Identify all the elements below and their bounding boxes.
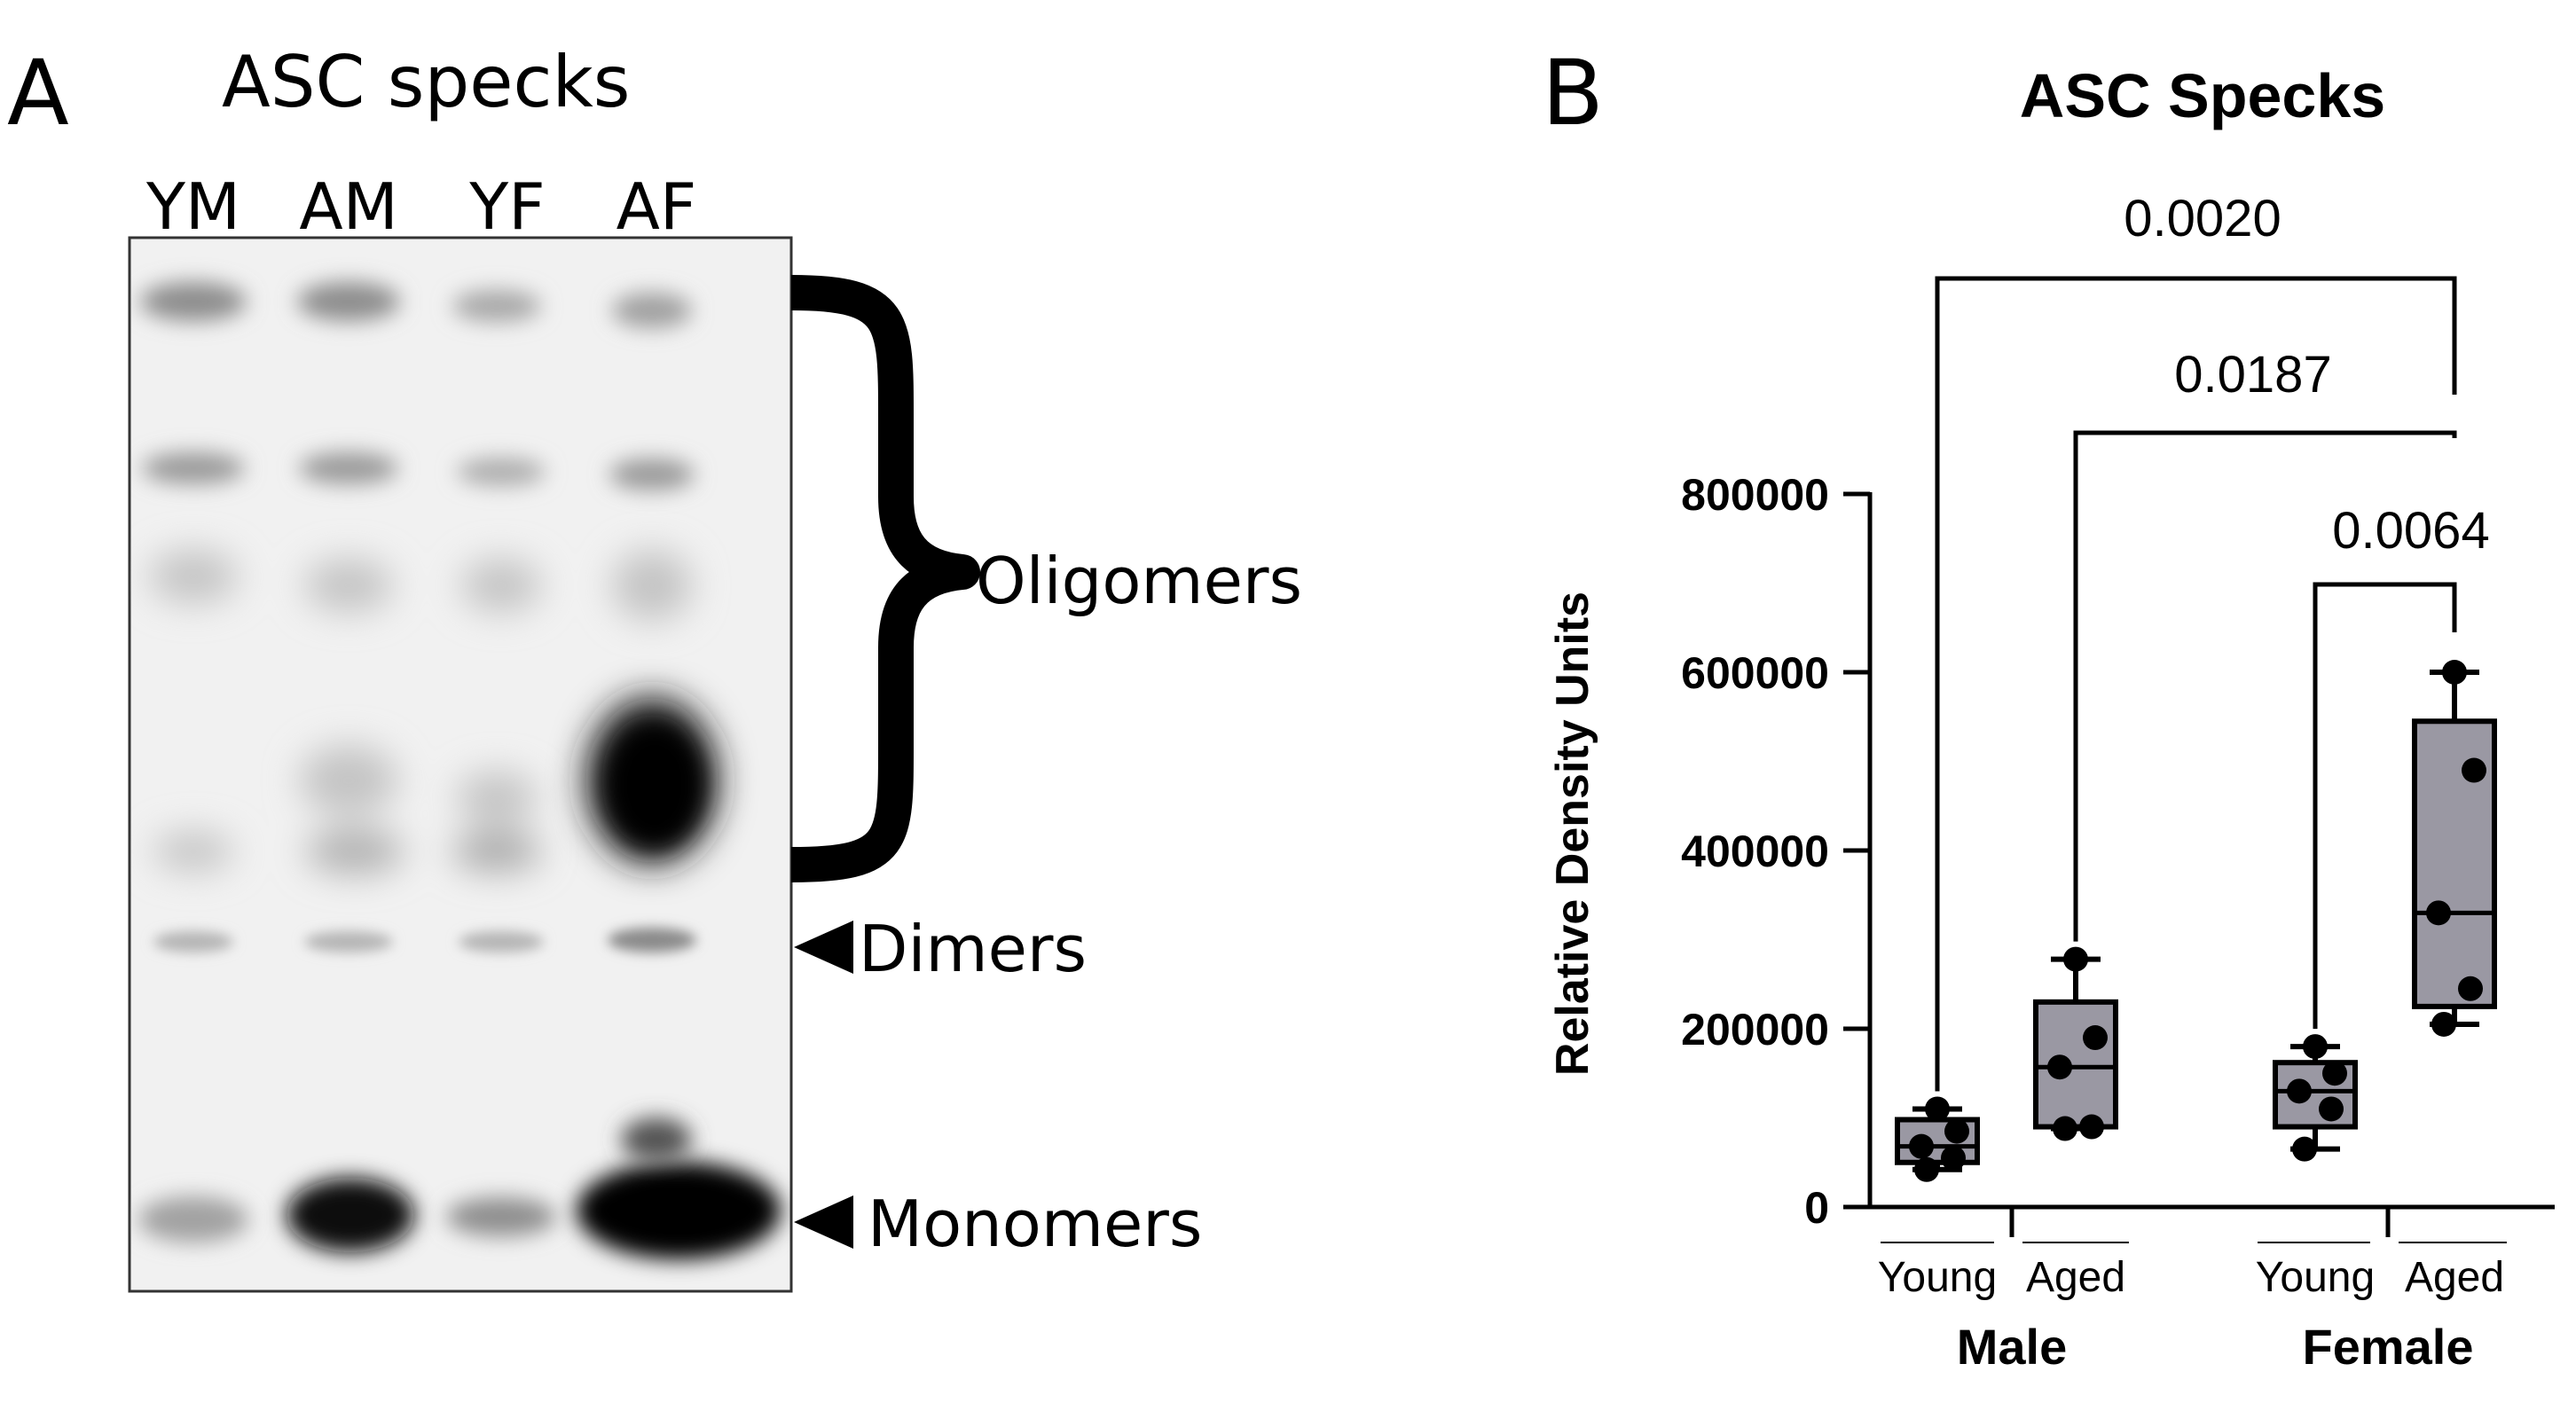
data-point [2458, 976, 2483, 1001]
group-label-male: Male [1957, 1319, 2068, 1375]
cat-label-male-young: Young [1878, 1254, 1997, 1301]
x-axis: Young Aged Young Aged Male Female [1870, 1204, 2555, 1375]
cat-label-female-aged: Aged [2405, 1254, 2504, 1301]
lane-label-am: AM [299, 169, 397, 244]
data-point [1925, 1096, 1950, 1122]
monomer-bands [138, 1117, 781, 1259]
bracket-2: 0.0187 [2073, 346, 2457, 942]
panel-b: B ASC Specks Relative Density Units 0 200… [1542, 41, 2555, 1375]
box-male-aged [2033, 946, 2118, 1141]
box-male-young [1895, 1096, 1980, 1182]
af-oligomer-blob [585, 696, 719, 865]
lane-label-ym: YM [145, 169, 240, 244]
data-point [2462, 757, 2486, 783]
box-female-young [2273, 1034, 2358, 1162]
y-axis: 0 200000 400000 600000 800000 [1681, 470, 1873, 1233]
data-point [2047, 1054, 2072, 1080]
panel-b-letter: B [1542, 41, 1604, 146]
data-point [1909, 1133, 1934, 1159]
panel-a-letter: A [7, 41, 69, 146]
data-point [2053, 1116, 2077, 1141]
dimers-label: Dimers [859, 912, 1087, 986]
y-tick-label: 200000 [1681, 1005, 1829, 1054]
bracket-line [2313, 582, 2457, 1030]
data-point [2083, 1025, 2108, 1051]
box-female-aged [2412, 660, 2497, 1037]
data-point [1941, 1145, 1966, 1171]
y-tick-label: 800000 [1681, 470, 1829, 520]
lane-label-af: AF [617, 169, 697, 244]
bracket-1: 0.0020 [1935, 190, 2457, 1092]
oligomers-brace [790, 275, 980, 882]
data-point [1944, 1118, 1969, 1144]
y-axis-label: Relative Density Units [1547, 592, 1598, 1076]
group-label-female: Female [2303, 1319, 2474, 1375]
p-value-label: 0.0064 [2332, 502, 2489, 560]
y-tick-label: 600000 [1681, 648, 1829, 698]
significance-brackets: 0.0020 0.0187 0.0064 [1935, 190, 2490, 1092]
cat-label-male-aged: Aged [2026, 1254, 2125, 1301]
y-tick-label: 400000 [1681, 827, 1829, 876]
monomers-label: Monomers [868, 1187, 1202, 1261]
bracket-line [2073, 430, 2457, 942]
chart-title: ASC Specks [2020, 61, 2385, 130]
gel-title: ASC specks [222, 41, 630, 123]
p-value-label: 0.0187 [2174, 346, 2331, 404]
panel-a: A ASC specks YM AM YF AF [7, 41, 1302, 1293]
y-tick-label: 0 [1804, 1183, 1829, 1233]
data-point [2442, 660, 2467, 685]
data-point [2431, 1011, 2456, 1037]
data-point [2287, 1078, 2312, 1104]
p-value-label: 0.0020 [2124, 190, 2281, 247]
monomers-arrow [794, 1195, 853, 1249]
lane-labels: YM AM YF AF [145, 169, 696, 244]
cat-label-female-young: Young [2256, 1254, 2375, 1301]
box-plots [1895, 660, 2497, 1182]
data-point [2426, 900, 2451, 926]
bracket-line [1935, 276, 2457, 1092]
data-point [1914, 1156, 1939, 1182]
data-point [2322, 1061, 2347, 1086]
gel-image [128, 236, 793, 1293]
lane-label-yf: YF [468, 169, 545, 244]
dimers-arrow [794, 921, 853, 974]
oligomers-label: Oligomers [976, 544, 1302, 618]
iqr-box [2412, 718, 2497, 1009]
bracket-3: 0.0064 [2313, 502, 2490, 1030]
data-point [2319, 1096, 2344, 1122]
data-point [2079, 1114, 2104, 1140]
data-point [2303, 1034, 2328, 1060]
data-point [2292, 1136, 2317, 1162]
data-point [2063, 946, 2088, 972]
